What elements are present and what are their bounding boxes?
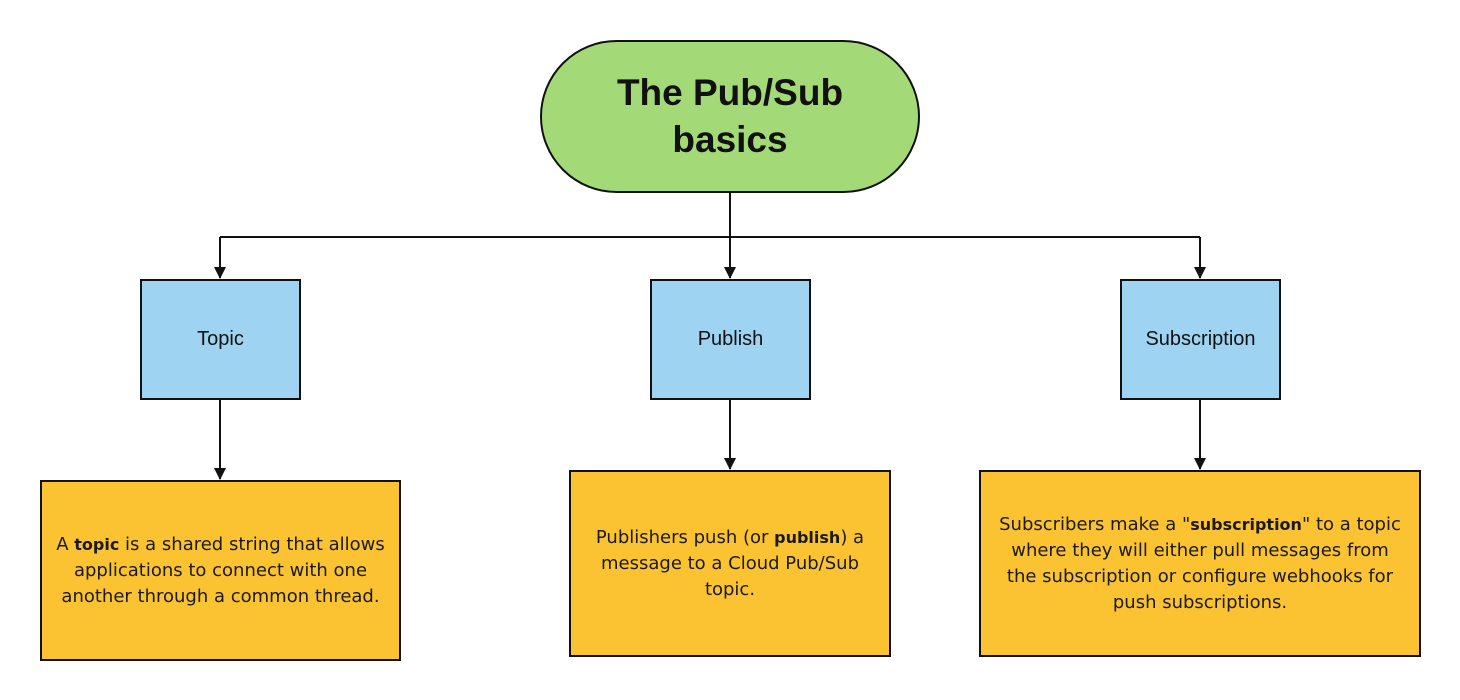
- topic-description-keyword: topic: [74, 534, 120, 554]
- subscription-label: Subscription: [1145, 328, 1256, 350]
- topic-description-lead: A: [56, 533, 75, 555]
- topic-description-text: A topic is a shared string that allows a…: [42, 532, 399, 610]
- root-title: The Pub/Sub basics: [616, 72, 844, 160]
- subscription-node: Subscription: [1120, 279, 1281, 400]
- subscription-description-keyword: subscription: [1190, 514, 1302, 534]
- publish-node: Publish: [650, 279, 811, 400]
- topic-label: Topic: [197, 328, 244, 350]
- publish-description-box: Publishers push (or publish) a message t…: [569, 470, 891, 657]
- publish-description-keyword: publish: [774, 527, 841, 547]
- topic-description-rest: is a shared string that allows applicati…: [61, 533, 385, 607]
- subscription-description-text: Subscribers make a "subscription" to a t…: [981, 512, 1419, 616]
- publish-description-lead: Publishers push (or: [595, 526, 775, 548]
- topic-node: Topic: [140, 279, 301, 400]
- topic-description-box: A topic is a shared string that allows a…: [40, 480, 401, 661]
- root-node: The Pub/Sub basics: [540, 40, 920, 193]
- subscription-description-box: Subscribers make a "subscription" to a t…: [979, 470, 1421, 657]
- publish-description-rest: ) a message to a Cloud Pub/Sub topic.: [601, 526, 865, 600]
- subscription-description-rest: " to a topic where they will either pull…: [1006, 513, 1401, 613]
- publish-label: Publish: [697, 328, 764, 350]
- subscription-description-lead: Subscribers make a ": [999, 513, 1191, 535]
- publish-description-text: Publishers push (or publish) a message t…: [571, 525, 889, 603]
